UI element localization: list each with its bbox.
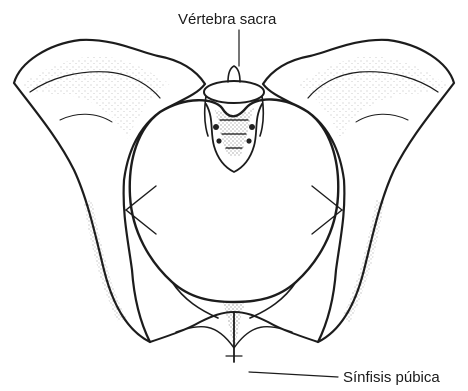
label-sacral-vertebra: Vértebra sacra <box>178 12 276 27</box>
sacrum <box>204 66 264 172</box>
right-iliac-wing <box>263 40 454 342</box>
label-pubic-symphysis: Sínfisis púbica <box>343 370 440 385</box>
pubic-arch <box>150 282 318 362</box>
left-iliac-wing <box>14 40 205 342</box>
leader-line-pubic-symphysis <box>249 372 338 377</box>
inlet-diagonal-marks <box>126 186 342 234</box>
